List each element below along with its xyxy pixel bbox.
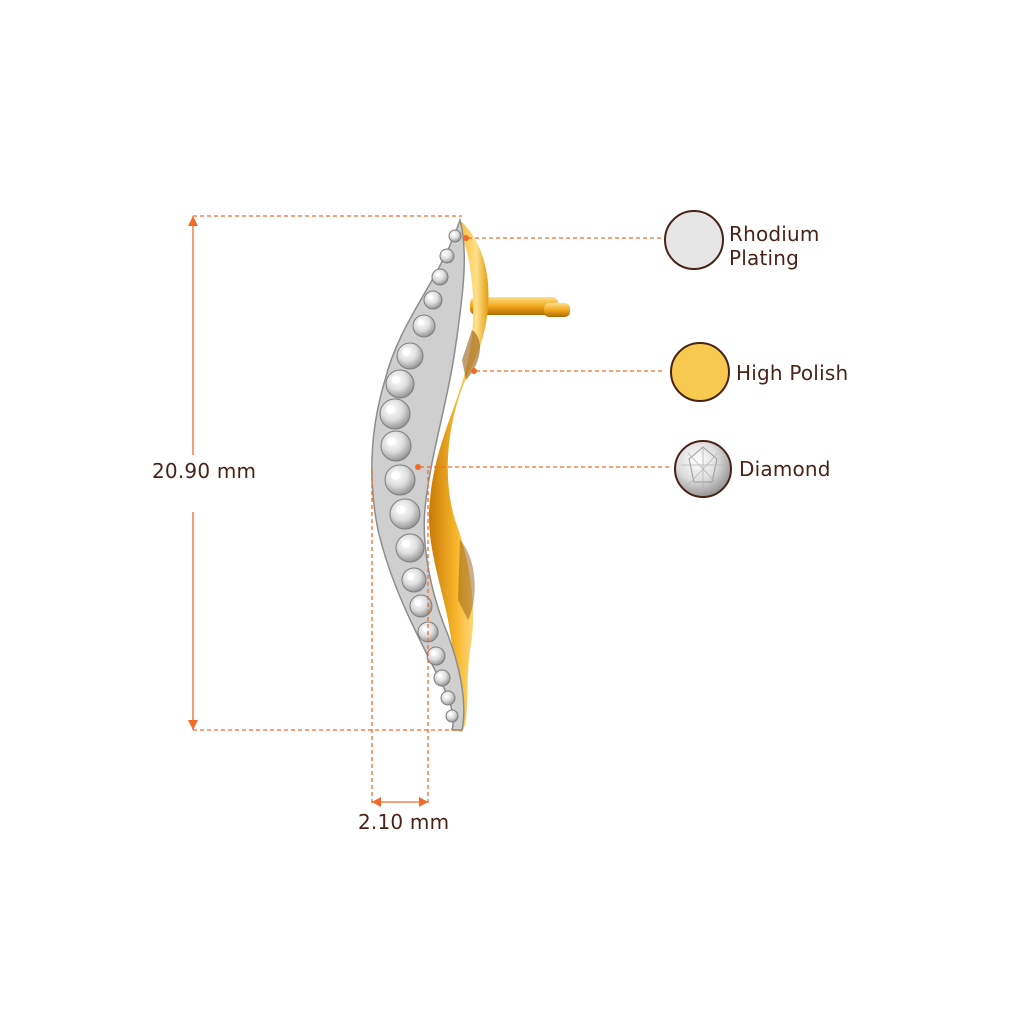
diamond-stone-highlight — [414, 599, 422, 606]
rhodium-label-line1: Rhodium — [729, 222, 820, 246]
width-dimension — [371, 470, 429, 806]
diamond-stone-highlight — [391, 471, 400, 480]
diamond-stone — [379, 398, 411, 430]
diamond-stone — [396, 342, 424, 370]
diamond-stones — [379, 229, 462, 723]
rhodium-swatch — [664, 210, 724, 270]
diamond-stone — [389, 498, 421, 530]
diamond-swatch-icon — [674, 440, 732, 498]
diamond-stone-highlight — [437, 673, 442, 678]
diamond-stone-highlight — [391, 375, 400, 384]
height-label: 20.90 mm — [152, 459, 257, 483]
diamond-stone — [412, 314, 436, 338]
earring-post — [470, 297, 570, 317]
diamond-stone — [385, 369, 415, 399]
high-polish-label: High Polish — [736, 361, 849, 385]
diamond-stone — [401, 567, 427, 593]
diamond-stone-highlight — [430, 650, 436, 656]
legend-leaders — [420, 237, 672, 468]
width-label: 2.10 mm — [358, 810, 450, 834]
diamond-stone — [448, 229, 462, 243]
diamond-label: Diamond — [739, 457, 831, 481]
diamond-stone-highlight — [448, 712, 453, 716]
diamond-stone — [426, 646, 446, 666]
diamond-stone-highlight — [451, 232, 456, 236]
diamond-stone — [384, 464, 416, 496]
diamond-stone-highlight — [402, 348, 410, 356]
diamond-stone-highlight — [396, 505, 405, 514]
diamond-stone — [445, 709, 459, 723]
diamond-stone-highlight — [435, 272, 440, 277]
height-dimension — [192, 215, 462, 731]
leader-dots — [415, 235, 477, 470]
diamond-stone — [440, 690, 456, 706]
diamond-stone-highlight — [422, 626, 428, 632]
high-polish-swatch — [670, 342, 730, 402]
diamond-stone-highlight — [427, 294, 433, 300]
diamond-stone-highlight — [417, 319, 425, 327]
diamond-stone — [409, 594, 433, 618]
diamond-stone-highlight — [386, 405, 395, 414]
diamond-stone — [395, 533, 425, 563]
earring-gold-body — [429, 222, 489, 732]
diamond-stone-highlight — [387, 437, 396, 446]
height-arrows — [188, 216, 198, 730]
diamond-stone-highlight — [401, 539, 410, 548]
diamond-stone-highlight — [406, 572, 414, 581]
diamond-stone-highlight — [443, 693, 448, 699]
diamond-stone — [439, 248, 455, 264]
diamond-stone-highlight — [442, 251, 447, 256]
diamond-stone — [433, 669, 451, 687]
diamond-stone — [380, 430, 412, 462]
rhodium-label-line2: Plating — [729, 246, 800, 270]
width-arrows — [372, 797, 428, 807]
diamond-stone — [431, 268, 449, 286]
diamond-stone — [423, 290, 443, 310]
